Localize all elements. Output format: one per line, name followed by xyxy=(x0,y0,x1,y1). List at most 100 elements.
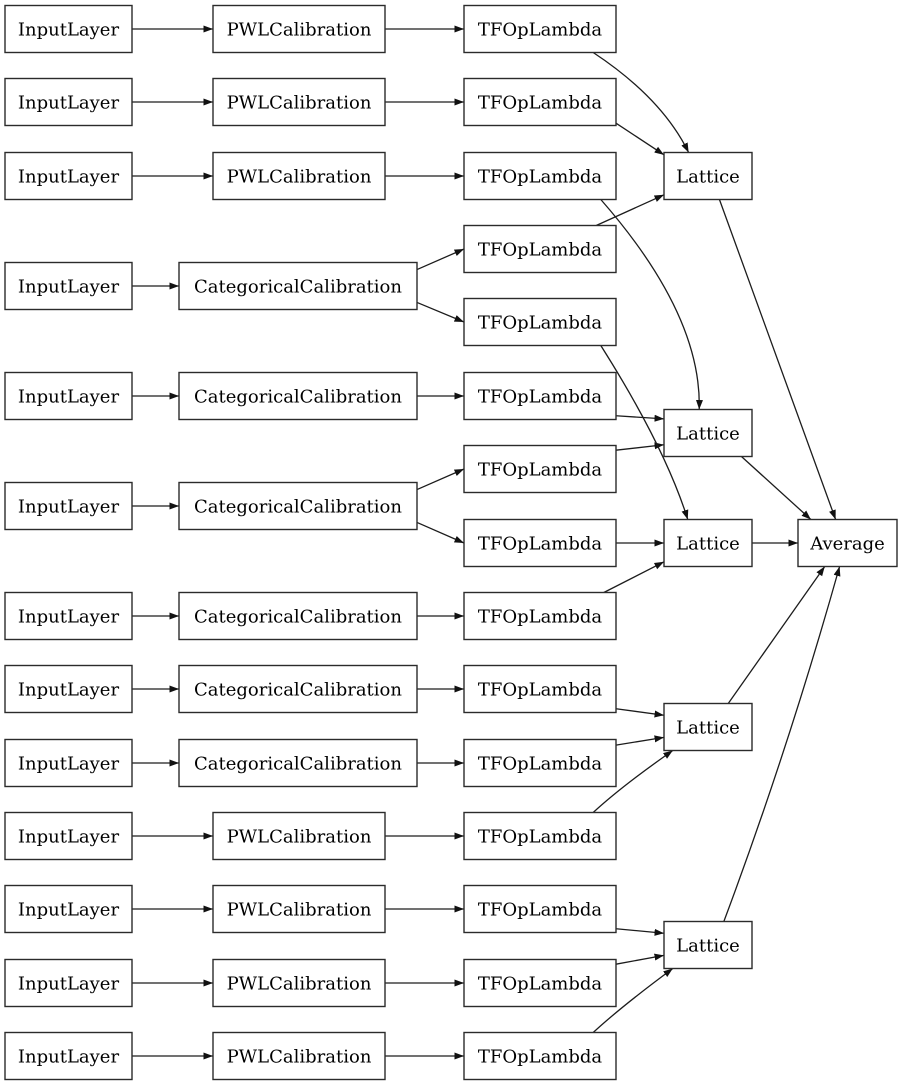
edge-tfl4-to-lat1 xyxy=(595,194,665,227)
node-tfl15: TFOpLambda xyxy=(463,1031,617,1081)
node-box-tfl9 xyxy=(463,591,617,641)
node-tfl13: TFOpLambda xyxy=(463,884,617,934)
node-pwl3: PWLCalibration xyxy=(212,151,386,201)
edge-lat5-to-avg xyxy=(723,566,841,922)
node-il9: InputLayer xyxy=(4,738,133,788)
node-box-lat5 xyxy=(663,920,753,970)
node-lat4: Lattice xyxy=(663,702,753,752)
edge-layer xyxy=(132,25,841,1060)
node-label-tfl7: TFOpLambda xyxy=(478,460,603,481)
node-box-il10 xyxy=(4,811,133,861)
node-box-cat3 xyxy=(178,481,418,531)
node-label-tfl4: TFOpLambda xyxy=(478,240,603,261)
node-label-lat4: Lattice xyxy=(676,718,740,739)
node-label-tfl12: TFOpLambda xyxy=(478,827,603,848)
node-label-tfl8: TFOpLambda xyxy=(478,534,603,555)
node-label-il4: InputLayer xyxy=(18,277,120,298)
edge-cat1-to-tfl5 xyxy=(416,301,465,323)
node-box-tfl10 xyxy=(463,664,617,714)
node-box-avg xyxy=(797,518,898,568)
node-cat5: CategoricalCalibration xyxy=(178,664,418,714)
node-label-cat4: CategoricalCalibration xyxy=(194,607,402,628)
node-pwl5: PWLCalibration xyxy=(212,884,386,934)
node-il13: InputLayer xyxy=(4,1031,133,1081)
node-tfl5: TFOpLambda xyxy=(463,297,617,347)
node-il5: InputLayer xyxy=(4,371,133,421)
node-box-pwl1 xyxy=(212,4,386,54)
node-box-il4 xyxy=(4,261,133,311)
node-tfl11: TFOpLambda xyxy=(463,738,617,788)
node-tfl3: TFOpLambda xyxy=(463,151,617,201)
node-label-tfl13: TFOpLambda xyxy=(478,900,603,921)
node-pwl4: PWLCalibration xyxy=(212,811,386,861)
node-il7: InputLayer xyxy=(4,591,133,641)
node-box-tfl7 xyxy=(463,444,617,494)
node-box-tfl3 xyxy=(463,151,617,201)
node-box-cat4 xyxy=(178,591,418,641)
node-box-il3 xyxy=(4,151,133,201)
edge-tfl11-to-lat4 xyxy=(615,735,665,746)
node-box-il12 xyxy=(4,958,133,1008)
node-label-il12: InputLayer xyxy=(18,974,120,995)
edge-lat4-to-avg xyxy=(727,566,826,704)
edge-tfl7-to-lat2 xyxy=(615,442,665,451)
edge-lat2-to-avg xyxy=(741,456,812,520)
node-label-pwl6: PWLCalibration xyxy=(227,974,372,995)
node-avg: Average xyxy=(797,518,898,568)
node-lat2: Lattice xyxy=(663,408,753,458)
node-label-pwl2: PWLCalibration xyxy=(227,93,372,114)
edge-tfl12-to-lat4 xyxy=(592,749,674,813)
node-lat3: Lattice xyxy=(663,518,753,568)
node-box-cat1 xyxy=(178,261,418,311)
node-label-il10: InputLayer xyxy=(18,827,120,848)
node-label-tfl1: TFOpLambda xyxy=(478,20,603,41)
node-tfl4: TFOpLambda xyxy=(463,224,617,274)
node-box-lat1 xyxy=(663,151,753,201)
node-box-tfl2 xyxy=(463,77,617,127)
node-box-il9 xyxy=(4,738,133,788)
node-box-tfl15 xyxy=(463,1031,617,1081)
node-cat6: CategoricalCalibration xyxy=(178,738,418,788)
node-label-pwl3: PWLCalibration xyxy=(227,167,372,188)
node-label-tfl11: TFOpLambda xyxy=(478,754,603,775)
node-label-il11: InputLayer xyxy=(18,900,120,921)
node-box-il2 xyxy=(4,77,133,127)
edge-tfl6-to-lat2 xyxy=(615,414,665,422)
node-label-tfl14: TFOpLambda xyxy=(478,974,603,995)
node-label-tfl3: TFOpLambda xyxy=(478,167,603,188)
node-cat4: CategoricalCalibration xyxy=(178,591,418,641)
edge-lat1-to-avg xyxy=(718,199,837,520)
node-label-cat2: CategoricalCalibration xyxy=(194,387,402,408)
node-lat5: Lattice xyxy=(663,920,753,970)
node-box-cat5 xyxy=(178,664,418,714)
node-tfl10: TFOpLambda xyxy=(463,664,617,714)
node-cat1: CategoricalCalibration xyxy=(178,261,418,311)
node-label-tfl5: TFOpLambda xyxy=(478,313,603,334)
node-lat1: Lattice xyxy=(663,151,753,201)
node-il12: InputLayer xyxy=(4,958,133,1008)
node-box-il6 xyxy=(4,481,133,531)
node-tfl6: TFOpLambda xyxy=(463,371,617,421)
edge-tfl1-to-lat1 xyxy=(592,51,690,153)
node-box-tfl8 xyxy=(463,518,617,568)
node-box-pwl6 xyxy=(212,958,386,1008)
node-box-pwl2 xyxy=(212,77,386,127)
node-box-tfl14 xyxy=(463,958,617,1008)
node-box-il5 xyxy=(4,371,133,421)
node-box-tfl11 xyxy=(463,738,617,788)
node-label-pwl5: PWLCalibration xyxy=(227,900,372,921)
node-box-lat4 xyxy=(663,702,753,752)
node-label-lat2: Lattice xyxy=(676,424,740,445)
node-tfl12: TFOpLambda xyxy=(463,811,617,861)
node-label-pwl7: PWLCalibration xyxy=(227,1047,372,1068)
node-label-avg: Average xyxy=(809,534,885,555)
node-box-il7 xyxy=(4,591,133,641)
node-box-lat2 xyxy=(663,408,753,458)
node-tfl7: TFOpLambda xyxy=(463,444,617,494)
node-label-il9: InputLayer xyxy=(18,754,120,775)
edge-cat1-to-tfl4 xyxy=(416,248,465,271)
node-label-cat1: CategoricalCalibration xyxy=(194,277,402,298)
edge-tfl14-to-lat5 xyxy=(615,953,665,965)
node-label-il1: InputLayer xyxy=(18,20,120,41)
node-tfl2: TFOpLambda xyxy=(463,77,617,127)
